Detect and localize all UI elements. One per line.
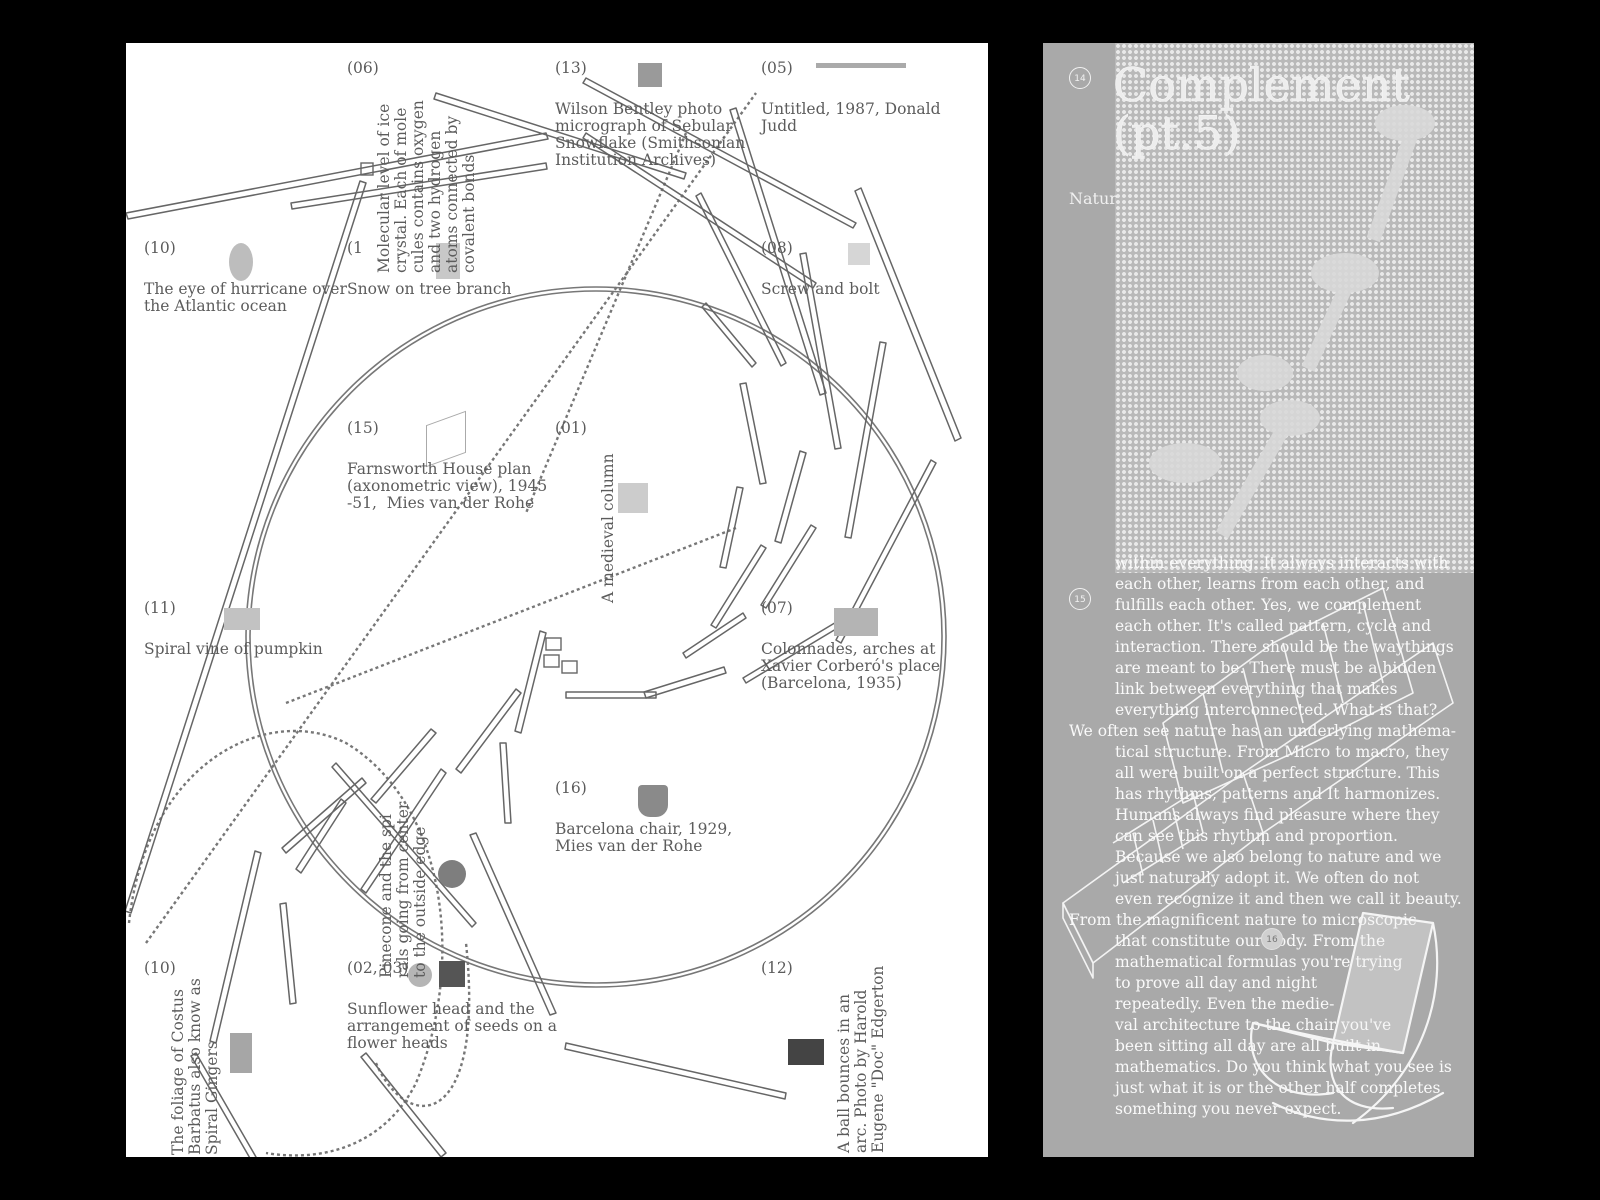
barcelona-chair-drawing — [1250, 911, 1445, 1125]
screw-thumbnail — [848, 243, 870, 265]
dotted-arc-1 — [127, 729, 444, 1157]
page-number-14: 14 — [1069, 67, 1091, 89]
caption-pinecone: Pinecone and the spi rals going from cen… — [377, 801, 429, 978]
page-number-15: 15 — [1069, 588, 1091, 610]
bar — [582, 77, 857, 229]
bar — [279, 902, 297, 1005]
plan-block — [545, 637, 562, 651]
bar — [719, 486, 744, 569]
bar — [370, 728, 437, 804]
plan-block — [543, 654, 560, 668]
item-15: (15) Farnsworth House plan (axonometric … — [347, 419, 548, 512]
bar — [695, 192, 787, 367]
bar — [710, 544, 767, 629]
item-07: (07) Colonnades, arches at Xavier Corber… — [761, 599, 941, 692]
bar — [360, 1052, 447, 1157]
page-subtitle: Natur — [1069, 189, 1117, 208]
body-text: within everything. It always interacts w… — [1069, 554, 1462, 1118]
page-number-16: 16 — [1261, 928, 1283, 950]
bar — [126, 180, 367, 914]
bar — [739, 382, 767, 485]
item-12: (12) — [761, 959, 793, 977]
bar — [455, 688, 522, 774]
bar — [729, 107, 827, 396]
large-circle-outer — [245, 286, 947, 988]
small-square — [360, 162, 374, 176]
bar — [190, 1052, 257, 1157]
costus-thumbnail — [230, 1033, 252, 1073]
large-circle-inner — [249, 290, 943, 984]
item-11: (11) Spiral vine of pumpkin — [144, 599, 323, 658]
item-snow-branch: (1 Snow on tree branch — [347, 239, 512, 298]
pumpkin-thumbnail — [224, 608, 260, 630]
bar — [499, 742, 512, 824]
item-05: (05) Untitled, 1987, Donald Judd — [761, 59, 941, 135]
bar — [209, 850, 262, 1044]
sunflower-thumbnail-2 — [439, 961, 465, 987]
bar — [760, 524, 817, 609]
dotted-line-2 — [285, 526, 737, 705]
item-10-costus: (10) — [144, 959, 176, 977]
item-06: (06) — [347, 59, 379, 77]
caption-ice-crystal: Molecular level of ice crystal. Each of … — [375, 100, 478, 273]
bar — [514, 630, 547, 734]
farnsworth-house-drawing — [1062, 587, 1454, 979]
item-08: (08) Screw and bolt — [761, 239, 880, 298]
item-01: (01) — [555, 419, 587, 437]
bar — [331, 762, 477, 928]
caption-medieval-column: A medieval column — [599, 453, 617, 603]
right-page: 14 Complement (pt.5) Natur 15 within eve… — [1043, 43, 1474, 1157]
chair-thumbnail — [638, 785, 668, 817]
halftone-snowflake-image — [1115, 43, 1474, 573]
bar — [854, 187, 962, 442]
bar — [799, 252, 842, 450]
sunflower-thumbnail-1 — [408, 963, 432, 987]
snow-branch-thumbnail — [436, 243, 460, 279]
snowflake-thumbnail — [638, 63, 662, 87]
caption-ball-arc: A ball bounces in an arc. Photo by Harol… — [835, 965, 887, 1153]
bar — [281, 777, 367, 854]
bar — [360, 768, 447, 894]
line-drawing-overlay — [126, 77, 962, 1157]
dotted-arc-2 — [374, 942, 471, 1108]
caption-costus: The foliage of Costus Barbatus also know… — [169, 978, 221, 1155]
colonnade-thumbnail — [834, 608, 878, 636]
item-02-03: (02, 03) Sunflower head and the arrangem… — [347, 959, 557, 1052]
item-16: (16) Barcelona chair, 1929, Mies van der… — [555, 779, 733, 855]
item-10-hurricane: (10) The eye of hurricane over the Atlan… — [144, 239, 347, 315]
page-title: Complement (pt.5) — [1113, 58, 1410, 160]
bar — [701, 302, 757, 368]
bar — [564, 1042, 787, 1100]
dotted-line-3 — [524, 132, 688, 514]
bar — [433, 92, 687, 180]
pinecone-thumbnail — [438, 860, 466, 888]
dotted-line-1 — [145, 92, 757, 944]
mushroom-shapes — [1149, 105, 1435, 539]
judd-thumbnail — [816, 63, 906, 68]
plan-block — [561, 660, 578, 674]
bar — [469, 832, 557, 1016]
bar — [774, 450, 807, 544]
bar — [126, 132, 549, 220]
hurricane-thumbnail — [229, 243, 253, 281]
left-page: (06) (13) Wilson Bentley photo micrograp… — [126, 43, 988, 1157]
column-thumbnail — [618, 483, 648, 513]
bar — [565, 691, 657, 699]
bar — [295, 798, 347, 874]
ball-arc-thumbnail — [788, 1039, 824, 1065]
bar — [682, 612, 747, 659]
item-13: (13) Wilson Bentley photo micrograph of … — [555, 59, 746, 169]
bar — [290, 162, 548, 210]
bar — [844, 341, 887, 539]
bar — [835, 459, 937, 644]
